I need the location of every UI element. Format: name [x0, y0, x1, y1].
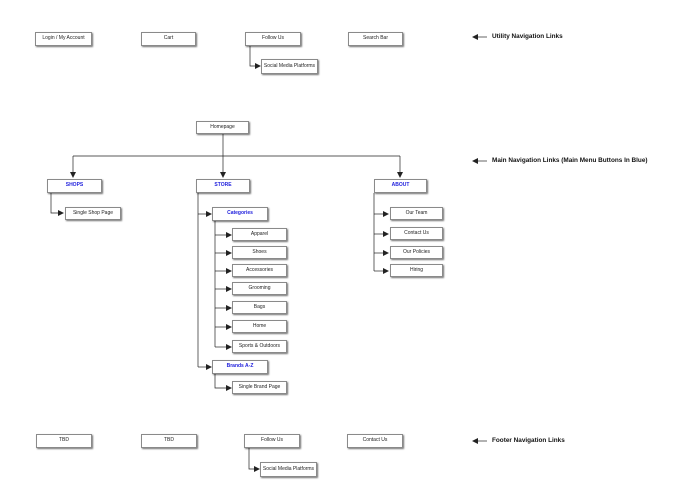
- brands-az-menu-button: Brands A-Z: [212, 360, 268, 374]
- cart-node: Cart: [141, 32, 196, 46]
- categories-menu-button: Categories: [212, 207, 268, 221]
- utility-social-media-node: Social Media Platforms: [261, 59, 318, 74]
- about-contact-us-node: Contact Us: [390, 227, 443, 240]
- footer-follow-us-node: Follow Us: [244, 434, 300, 448]
- category-sports-outdoors-node: Sports & Outdoors: [232, 340, 287, 353]
- category-apparel-node: Apparel: [232, 228, 287, 241]
- about-menu-button: ABOUT: [374, 179, 427, 193]
- category-bags-node: Bags: [232, 301, 287, 314]
- brands-child-connector: [214, 374, 232, 391]
- footer-social-media-node: Social Media Platforms: [260, 462, 317, 477]
- category-shoes-node: Shoes: [232, 246, 287, 259]
- footer-tbd-1-node: TBD: [36, 434, 92, 448]
- single-brand-page-node: Single Brand Page: [232, 381, 287, 394]
- footer-contact-us-node: Contact Us: [347, 434, 403, 448]
- about-our-team-node: Our Team: [390, 207, 443, 220]
- footer-tbd-2-node: TBD: [141, 434, 197, 448]
- homepage-node: Homepage: [196, 121, 249, 134]
- shops-menu-button: SHOPS: [47, 179, 102, 193]
- shops-child-connector: [50, 193, 64, 216]
- footer-navigation-label: Footer Navigation Links: [492, 437, 565, 444]
- category-accessories-node: Accessories: [232, 264, 287, 277]
- utility-follow-us-node: Follow Us: [245, 32, 301, 46]
- utility-navigation-label: Utility Navigation Links: [492, 33, 563, 40]
- footer-follow-connector: [248, 448, 260, 472]
- search-bar-node: Search Bar: [348, 32, 403, 46]
- about-our-policies-node: Our Policies: [390, 246, 443, 259]
- main-navigation-label: Main Navigation Links (Main Menu Buttons…: [492, 157, 648, 164]
- login-account-node: Login / My Account: [35, 32, 92, 46]
- about-hiring-node: Hiring: [390, 264, 443, 277]
- utility-follow-connector: [249, 46, 261, 69]
- category-grooming-node: Grooming: [232, 282, 287, 295]
- store-menu-button: STORE: [196, 179, 250, 193]
- category-home-node: Home: [232, 320, 287, 333]
- single-shop-page-node: Single Shop Page: [65, 207, 121, 220]
